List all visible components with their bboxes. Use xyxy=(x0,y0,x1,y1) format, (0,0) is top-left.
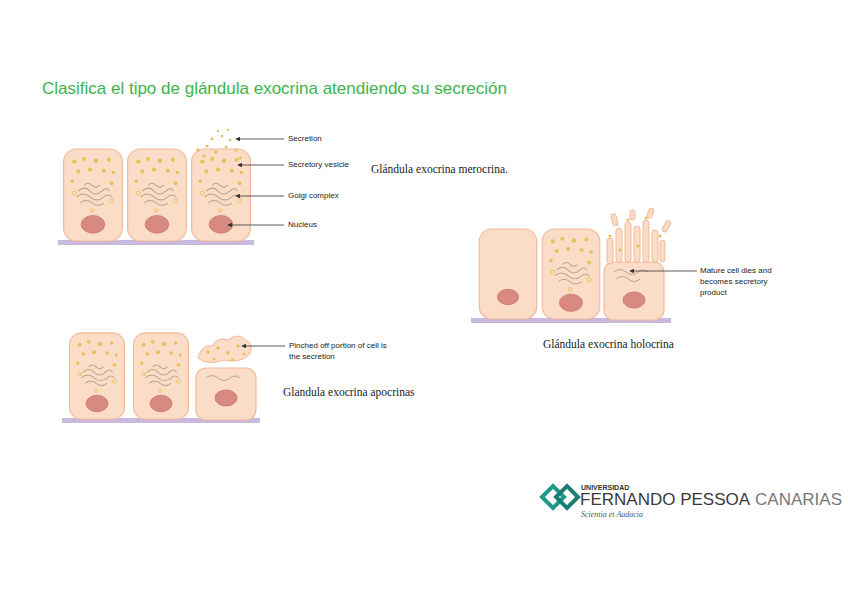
logo-text: CANARIAS xyxy=(755,490,842,510)
part-label: Mature cell dies and becomes secretory p… xyxy=(700,265,796,298)
part-label: Pinched off portion of cell is the secre… xyxy=(289,340,389,362)
part-label: Secretory vesicle xyxy=(288,159,349,170)
gland-name: Glándula exocrina holocrina xyxy=(543,338,674,350)
logo-text: UNIVERSIDAD xyxy=(581,484,629,491)
part-label: Secretion xyxy=(288,133,322,144)
part-label: Nucleus xyxy=(288,219,317,230)
logo-text: Scientia et Audacia xyxy=(581,510,643,519)
gland-name: Glandula exocrina apocrinas xyxy=(283,386,415,398)
part-label: Golgi complex xyxy=(288,190,339,201)
page-title: Clasifica el tipo de glándula exocrina a… xyxy=(42,79,507,99)
logo-text: FERNANDO PESSOA xyxy=(580,490,750,510)
gland-name: Glándula exocrina merocrina. xyxy=(371,163,508,175)
